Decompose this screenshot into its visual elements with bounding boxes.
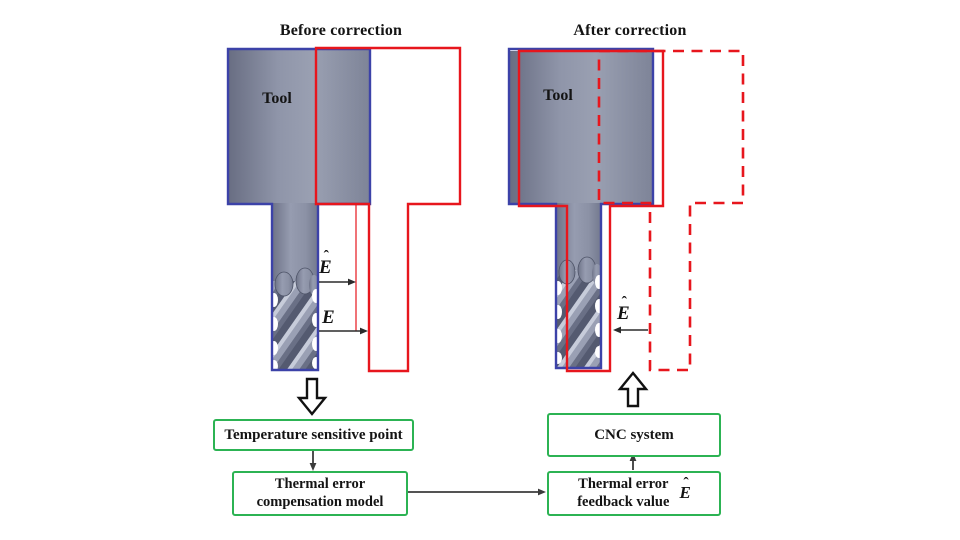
up-block-arrow xyxy=(617,371,649,408)
actual-error-label: E xyxy=(322,307,335,328)
box-text: Thermal error feedback value xyxy=(577,475,670,510)
before-correction-title: Before correction xyxy=(279,22,403,39)
flowchart-connectors xyxy=(309,449,637,496)
after-ideal-position-outline-blue xyxy=(507,47,655,370)
after-corrected-position-outline-red xyxy=(517,49,665,373)
before-tool-label: Tool xyxy=(262,90,292,107)
cnc-system-box: CNC system xyxy=(547,413,721,457)
box-text: Thermal error compensation model xyxy=(256,475,384,510)
uncorrected-thermal-position-outline-dashed xyxy=(597,49,745,372)
after-tool-gray-body xyxy=(510,51,652,367)
after-correction-title: After correction xyxy=(573,22,687,39)
after-tool-label: Tool xyxy=(543,87,573,104)
thermal-error-compensation-model-box: Thermal error compensation model xyxy=(232,471,408,516)
down-block-arrow xyxy=(296,377,328,416)
temperature-sensitive-point-box: Temperature sensitive point xyxy=(213,419,414,451)
before-cold-position-outline-blue xyxy=(226,47,372,372)
residual-error-arrow xyxy=(613,326,648,334)
before-thermal-position-outline-red xyxy=(314,46,462,373)
error-measure-arrows xyxy=(319,278,368,335)
